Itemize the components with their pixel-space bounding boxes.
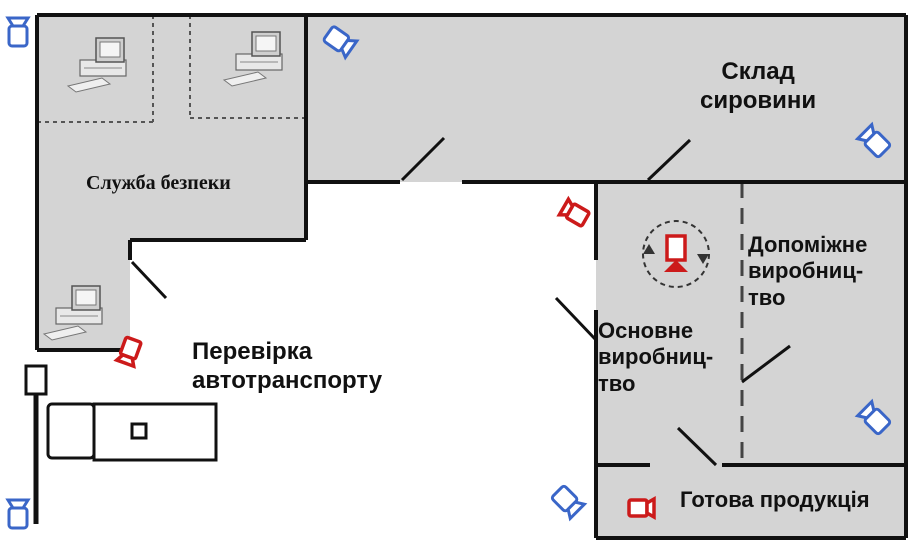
rotating-camera-icon [642, 220, 710, 288]
camera-icon [627, 497, 656, 519]
aux-production-label: Допоміжне виробниц- тво [748, 232, 867, 311]
door-raw-to-main [646, 138, 692, 182]
door-finished-goods [676, 426, 718, 467]
truck-icon [46, 402, 218, 462]
raw-storage-label-line2: сировини [700, 86, 817, 114]
aux-production-label-line2: виробниц- [748, 258, 864, 284]
aux-production-label-line1: Допоміжне [748, 232, 868, 257]
main-production-label-line1: Основне [598, 318, 694, 343]
main-production-label: Основне виробниц- тво [598, 318, 713, 397]
camera-icon [557, 197, 592, 230]
door-main-production [554, 296, 598, 342]
vehicle-check-label-line2: автотранспорту [192, 366, 383, 394]
walls [35, 13, 908, 540]
main-production-floor [596, 182, 742, 465]
camera-icon [6, 498, 30, 530]
security-room-label: Служба безпеки [86, 172, 231, 194]
main-production-label-line2: виробниц- [598, 344, 714, 370]
finished-goods-label: Готова продукція [680, 487, 870, 512]
cubicle-partitions [37, 15, 744, 465]
door-raw-storage [400, 136, 446, 182]
door-security [130, 260, 168, 300]
vehicle-check-label: Перевірка автотранспорту [192, 338, 382, 396]
raw-storage-floor [306, 15, 906, 182]
doors [130, 136, 791, 467]
aux-production-label-line3: тво [748, 284, 786, 310]
raw-storage-label: Склад сировини [700, 58, 816, 116]
raw-storage-label-line1: Склад [721, 58, 795, 85]
camera-icon [548, 482, 586, 520]
door-aux-production [741, 344, 791, 384]
barrier-icon [24, 364, 48, 524]
main-production-label-line3: тво [598, 370, 636, 396]
security-room-floor [37, 15, 306, 350]
camera-icon [6, 16, 30, 48]
vehicle-check-label-line1: Перевірка [192, 338, 313, 365]
